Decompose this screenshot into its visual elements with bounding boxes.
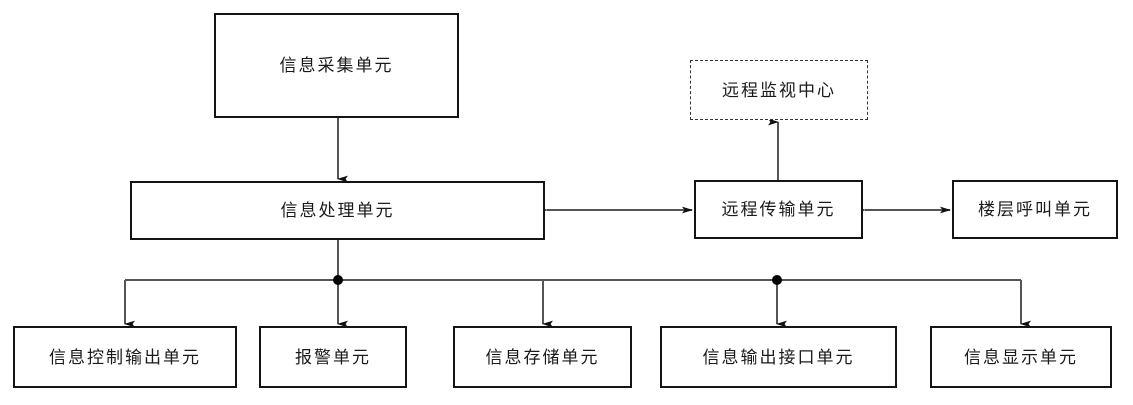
node-information-display-unit[interactable]: 信息显示单元 <box>930 326 1112 388</box>
junction-dot-group <box>333 275 782 285</box>
node-label: 报警单元 <box>295 347 371 367</box>
node-remote-transmission-unit[interactable]: 远程传输单元 <box>694 180 863 239</box>
node-label: 信息控制输出单元 <box>49 347 201 367</box>
node-remote-monitoring-center[interactable]: 远程监视中心 <box>690 60 868 120</box>
node-label: 信息处理单元 <box>280 201 395 220</box>
junction-dot <box>333 275 343 285</box>
node-floor-call-unit[interactable]: 楼层呼叫单元 <box>952 180 1118 239</box>
node-label: 远程传输单元 <box>721 200 836 219</box>
node-information-output-interface-unit[interactable]: 信息输出接口单元 <box>660 326 897 388</box>
node-information-processing-unit[interactable]: 信息处理单元 <box>130 181 545 240</box>
node-label: 楼层呼叫单元 <box>978 200 1092 219</box>
node-label: 远程监视中心 <box>722 80 836 100</box>
node-label: 信息采集单元 <box>279 56 394 75</box>
node-label: 信息存储单元 <box>485 347 600 367</box>
node-label: 信息输出接口单元 <box>702 347 855 367</box>
node-alarm-unit[interactable]: 报警单元 <box>259 326 407 388</box>
node-information-control-output-unit[interactable]: 信息控制输出单元 <box>13 326 237 388</box>
node-information-storage-unit[interactable]: 信息存储单元 <box>453 326 632 388</box>
junction-dot <box>772 275 782 285</box>
node-label: 信息显示单元 <box>964 347 1078 367</box>
node-information-collection-unit[interactable]: 信息采集单元 <box>214 13 459 118</box>
